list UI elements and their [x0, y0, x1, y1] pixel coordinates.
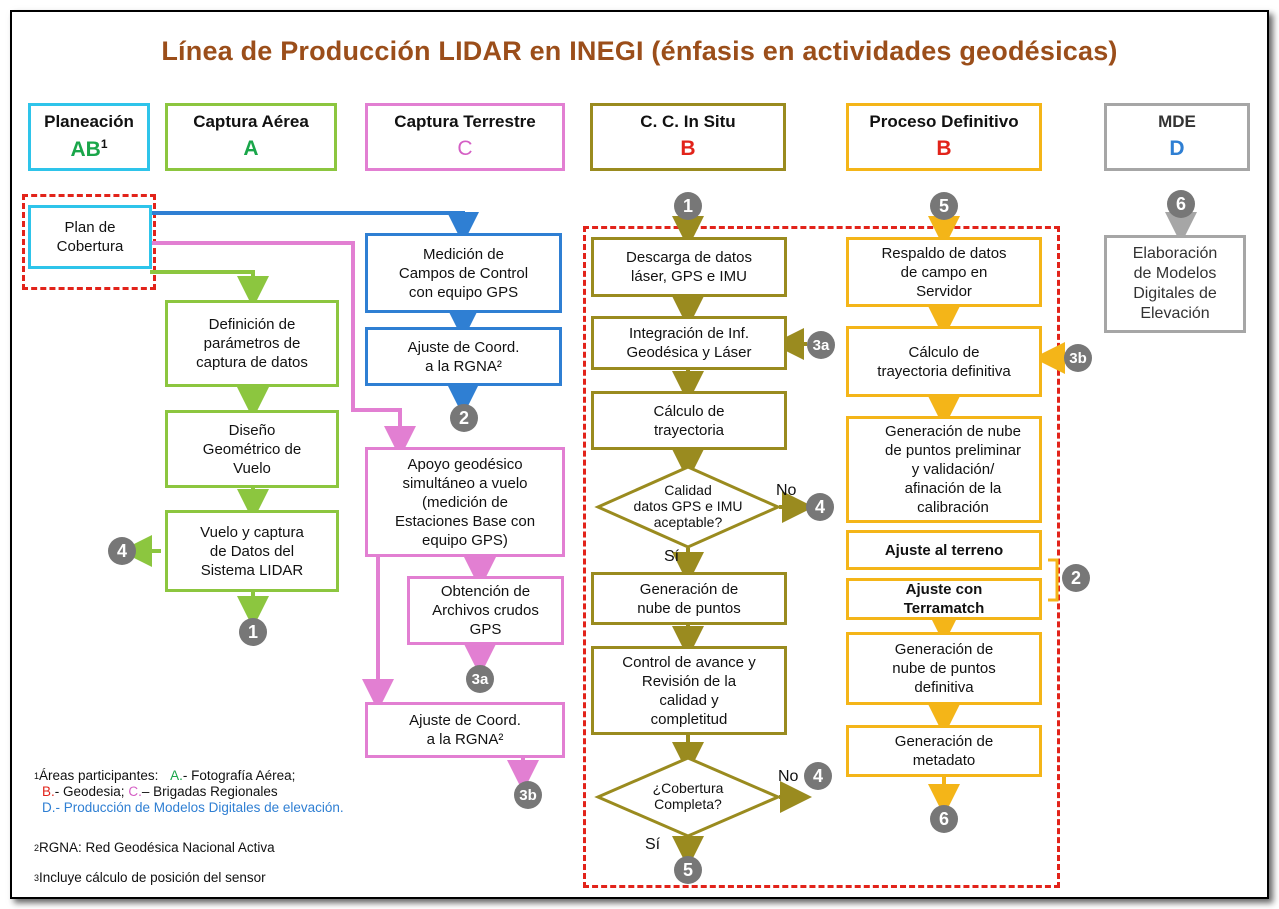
respaldo-datos-box: Respaldo de datos de campo en Servidor — [846, 237, 1042, 307]
badge-4: 4 — [108, 537, 136, 565]
generacion-nube-preliminar-box: Generación de nube de puntos preliminar … — [846, 416, 1042, 523]
elaboracion-mde-box: Elaboración de Modelos Digitales de Elev… — [1104, 235, 1246, 333]
badge-4: 4 — [804, 762, 832, 790]
header-captura-terrestre: Captura Terrestre C — [365, 103, 565, 171]
control-avance-box: Control de avance y Revisión de la calid… — [591, 646, 787, 735]
medicion-campos-box: Medición de Campos de Control con equipo… — [365, 233, 562, 313]
badge-5: 5 — [674, 856, 702, 884]
header-captura-aerea: Captura Aérea A — [165, 103, 337, 171]
ajuste-terramatch-box: Ajuste con Terramatch — [846, 578, 1042, 620]
header-code: D — [1169, 137, 1185, 160]
header-code-sup: 1 — [100, 137, 108, 151]
badge-3b: 3b — [514, 781, 542, 809]
vuelo-captura-box: Vuelo y captura de Datos del Sistema LID… — [165, 510, 339, 592]
page-title: Línea de Producción LIDAR en INEGI (énfa… — [161, 36, 1118, 66]
diseno-geometrico-box: Diseño Geométrico de Vuelo — [165, 410, 339, 488]
header-cc-insitu: C. C. In Situ B — [590, 103, 786, 171]
badge-3b: 3b — [1064, 344, 1092, 372]
generacion-nube-box: Generación de nube de puntos — [591, 572, 787, 625]
badge-2: 2 — [1062, 564, 1090, 592]
si-label: Sí — [664, 548, 680, 565]
descarga-datos-box: Descarga de datos láser, GPS e IMU — [591, 237, 787, 297]
footnote-areas: 1Áreas participantes: A.- Fotografía Aér… — [34, 768, 344, 815]
decision-cobertura-label: ¿Cobertura Completa? — [652, 780, 724, 812]
header-planeacion: Planeación AB1 — [28, 103, 150, 171]
header-label: Captura Aérea — [193, 112, 309, 131]
ajuste-coord-rgna-box: Ajuste de Coord. a la RGNA² — [365, 327, 562, 386]
generacion-nube-definitiva-box: Generación de nube de puntos definitiva — [846, 632, 1042, 705]
badge-6: 6 — [1167, 190, 1195, 218]
header-code: B — [680, 137, 696, 160]
plan-cobertura-box: Plan de Cobertura — [28, 205, 152, 269]
header-label: Planeación — [44, 112, 134, 131]
header-label: MDE — [1158, 112, 1196, 131]
badge-3a: 3a — [807, 331, 835, 359]
no-label: No — [776, 482, 797, 499]
calculo-trayectoria-box: Cálculo de trayectoria — [591, 391, 787, 450]
badge-5: 5 — [930, 192, 958, 220]
calculo-trayectoria-definitiva-box: Cálculo de trayectoria definitiva — [846, 326, 1042, 397]
badge-3a: 3a — [466, 665, 494, 693]
header-code: B — [936, 137, 952, 160]
badge-1: 1 — [239, 618, 267, 646]
dashed-region-processing — [583, 226, 1060, 888]
header-code: C — [457, 137, 473, 160]
header-label: C. C. In Situ — [640, 112, 736, 131]
header-label: Proceso Definitivo — [869, 112, 1019, 131]
decision-calidad — [594, 465, 782, 549]
ajuste-coord-rgna-2-box: Ajuste de Coord. a la RGNA² — [365, 702, 565, 758]
footnote-rgna: 2RGNA: Red Geodésica Nacional Activa — [34, 840, 275, 855]
apoyo-geodesico-box: Apoyo geodésico simultáneo a vuelo (medi… — [365, 447, 565, 557]
ajuste-terreno-box: Ajuste al terreno — [846, 530, 1042, 570]
footnote-sensor: 3Incluye cálculo de posición del sensor — [34, 870, 266, 885]
generacion-metadato-box: Generación de metadato — [846, 725, 1042, 777]
header-code: A — [243, 137, 259, 160]
badge-4: 4 — [806, 493, 834, 521]
badge-1: 1 — [674, 192, 702, 220]
header-proceso-definitivo: Proceso Definitivo B — [846, 103, 1042, 171]
badge-6: 6 — [930, 805, 958, 833]
header-mde: MDE D — [1104, 103, 1250, 171]
definicion-parametros-box: Definición de parámetros de captura de d… — [165, 300, 339, 387]
decision-calidad-label: Calidad datos GPS e IMU aceptable? — [633, 482, 743, 530]
header-code: AB — [70, 138, 101, 161]
integracion-inf-box: Integración de Inf. Geodésica y Láser — [591, 316, 787, 370]
si-label: Sí — [645, 836, 661, 853]
header-label: Captura Terrestre — [394, 112, 536, 131]
badge-2: 2 — [450, 404, 478, 432]
no-label: No — [778, 768, 799, 785]
obtencion-archivos-box: Obtención de Archivos crudos GPS — [407, 576, 564, 645]
decision-cobertura — [594, 756, 782, 838]
